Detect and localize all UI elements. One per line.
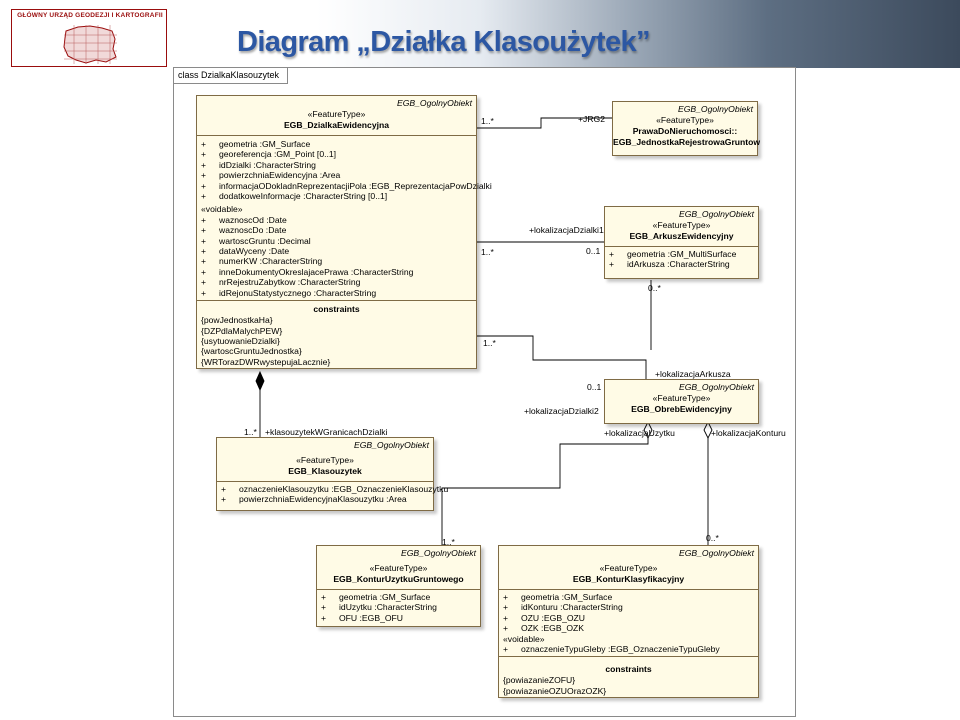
attribute: +idArkusza :CharacterString (609, 259, 730, 270)
class-stereotype: «FeatureType» (369, 563, 428, 573)
voidable-label: «voidable» (503, 633, 545, 644)
attribute: +numerKW :CharacterString (201, 256, 323, 267)
class-egb-kontur-uzytku-gruntowego[interactable]: EGB_OgolnyObiekt «FeatureType» EGB_Kontu… (316, 545, 481, 627)
multiplicity-label: 0..* (706, 533, 719, 543)
class-egb-kontur-klasyfikacyjny[interactable]: EGB_OgolnyObiekt «FeatureType» EGB_Kontu… (498, 545, 759, 698)
constraint: {powiazanieZOFU} (503, 675, 576, 686)
diagram-frame-title: class DzialkaKlasouzytek (174, 68, 289, 84)
attribute: +powierzchniaEwidencyjna :Area (201, 170, 341, 181)
attribute: +oznaczenieTypuGleby :EGB_OznaczenieTypu… (503, 644, 720, 655)
multiplicity-label: 0..1 (587, 382, 602, 392)
attribute: +nrRejestruZabytkow :CharacterString (201, 277, 361, 288)
role-label: +lokalizacjaUzytku (604, 428, 675, 438)
gugik-logo: GŁÓWNY URZĄD GEODEZJI I KARTOGRAFII (11, 9, 167, 67)
composition-diamond-icon (255, 370, 265, 392)
attributes-compartment: +oznaczenieKlasouzytku :EGB_OznaczenieKl… (217, 481, 449, 505)
class-egb-klasouzytek[interactable]: EGB_OgolnyObiekt «FeatureType» EGB_Klaso… (216, 437, 449, 511)
attributes-compartment: +geometria :GM_MultiSurface +idArkusza :… (605, 246, 758, 270)
class-parent: EGB_OgolnyObiekt (354, 440, 429, 450)
role-label: +lokalizacjaKonturu (711, 428, 786, 438)
multiplicity-label: 1..* (481, 247, 494, 257)
attribute: +OFU :EGB_OFU (321, 612, 403, 623)
role-label: +JRG2 (578, 114, 605, 124)
page-title: Diagram „Działka Klasoużytek” (237, 26, 651, 58)
constraint: {powJednostkaHa} (201, 315, 273, 326)
class-stereotype: «FeatureType» (652, 220, 711, 230)
attribute: +informacjaODokladnReprezentacjiPola :EG… (201, 180, 492, 191)
attribute: +waznoscOd :Date (201, 214, 287, 225)
class-name: EGB_JednostkaRejestrowaGruntow (613, 137, 761, 147)
class-egb-arkusz-ewidencyjny[interactable]: EGB_OgolnyObiekt «FeatureType» EGB_Arkus… (604, 206, 759, 279)
class-egb-obreb-ewidencyjny[interactable]: EGB_OgolnyObiekt «FeatureType» EGB_Obreb… (604, 379, 759, 424)
role-label: +klasouzytekWGranicachDzialki (265, 427, 388, 437)
attribute: +dodatkoweInformacje :CharacterString [0… (201, 191, 388, 202)
attribute: +idKonturu :CharacterString (503, 602, 623, 613)
attribute: +idUzytku :CharacterString (321, 602, 437, 613)
class-parent: EGB_OgolnyObiekt (401, 548, 476, 558)
poland-map-icon (63, 25, 117, 64)
class-name: EGB_DzialkaEwidencyjna (283, 120, 390, 130)
class-name: EGB_ObrebEwidencyjny (631, 404, 732, 414)
attribute: +geometria :GM_Surface (321, 592, 431, 602)
constraints-compartment: constraints {powiazanieZOFU} {powiazanie… (499, 656, 758, 696)
class-parent: EGB_OgolnyObiekt (679, 382, 754, 392)
class-stereotype: «FeatureType» (652, 393, 711, 403)
class-parent: EGB_OgolnyObiekt (679, 209, 754, 219)
aggregation-diamond-icon (703, 420, 713, 440)
constraint: {WRTorazDWRwystepujaLacznie} (201, 356, 331, 367)
attribute: +geometria :GM_MultiSurface (609, 249, 737, 259)
aggregation-diamond-icon (643, 420, 653, 440)
attributes-compartment: +geometria :GM_Surface +idKonturu :Chara… (499, 589, 758, 656)
constraint: {usytuowanieDzialki} (201, 335, 280, 346)
class-name: EGB_KonturKlasyfikacyjny (572, 574, 685, 584)
multiplicity-label: 0..1 (586, 246, 601, 256)
class-parent: EGB_OgolnyObiekt (679, 548, 754, 558)
constraint: {wartoscGruntuJednostka} (201, 346, 302, 357)
multiplicity-label: 1..* (442, 537, 455, 547)
logo-text: GŁÓWNY URZĄD GEODEZJI I KARTOGRAFII (17, 12, 163, 19)
multiplicity-label: 0..* (648, 283, 661, 293)
multiplicity-label: 1..* (244, 427, 257, 437)
attribute: +idDzialki :CharacterString (201, 159, 316, 170)
class-name: EGB_KonturUzytkuGruntowego (333, 574, 464, 584)
voidable-label: «voidable» (201, 204, 243, 215)
attribute: +wartoscGruntu :Decimal (201, 235, 311, 246)
role-label: +lokalizacjaDzialki1 (529, 225, 604, 235)
multiplicity-label: 1..* (483, 338, 496, 348)
class-parent: EGB_OgolnyObiekt (678, 104, 753, 114)
constraint: {DZPdlaMalychPEW} (201, 325, 283, 336)
class-parent: EGB_OgolnyObiekt (397, 98, 472, 108)
attribute: +idRejonuStatystycznego :CharacterString (201, 287, 377, 298)
attribute: +oznaczenieKlasouzytku :EGB_OznaczenieKl… (221, 484, 449, 494)
attribute: +inneDokumentyOkreslajacePrawa :Characte… (201, 266, 414, 277)
attribute: +georeferencja :GM_Point [0..1] (201, 149, 337, 160)
class-stereotype: «FeatureType» (296, 455, 354, 465)
class-name: EGB_Klasouzytek (288, 466, 362, 476)
attribute: +geometria :GM_Surface (201, 139, 311, 149)
attributes-compartment: +geometria :GM_Surface +georeferencja :G… (197, 135, 492, 300)
attribute: +geometria :GM_Surface (503, 592, 613, 602)
role-label: +lokalizacjaArkusza (655, 369, 731, 379)
multiplicity-label: 1..* (481, 116, 494, 126)
constraints-compartment: constraints {powJednostkaHa} {DZPdlaMaly… (197, 300, 476, 383)
attribute: +OZK :EGB_OZK (503, 623, 585, 634)
class-egb-dzialka-ewidencyjna[interactable]: EGB_OgolnyObiekt «FeatureType» EGB_Dzial… (196, 95, 492, 369)
constraints-title: constraints (313, 304, 360, 315)
class-stereotype: «FeatureType» (307, 109, 366, 119)
class-stereotype: «FeatureType» (656, 115, 714, 125)
attribute: +OZU :EGB_OZU (503, 612, 585, 623)
attribute: +powierzchniaEwidencyjnaKlasouzytku :Are… (221, 494, 407, 505)
attribute: +waznoscDo :Date (201, 225, 287, 236)
constraints-title: constraints (605, 664, 652, 675)
class-name: PrawaDoNieruchomosci:: (632, 126, 738, 136)
role-label: +lokalizacjaDzialki2 (524, 406, 599, 416)
association-obreb-kontur-uzytku (441, 424, 649, 545)
attribute: +dataWyceny :Date (201, 246, 290, 257)
class-egb-jednostka-rejestrowa-gruntow[interactable]: EGB_OgolnyObiekt «FeatureType» PrawaDoNi… (612, 101, 761, 156)
attributes-compartment: +geometria :GM_Surface +idUzytku :Charac… (317, 589, 480, 623)
class-stereotype: «FeatureType» (599, 563, 658, 573)
class-name: EGB_ArkuszEwidencyjny (629, 231, 734, 241)
constraint: {powiazanieOZUOrazOZK} (503, 685, 607, 696)
